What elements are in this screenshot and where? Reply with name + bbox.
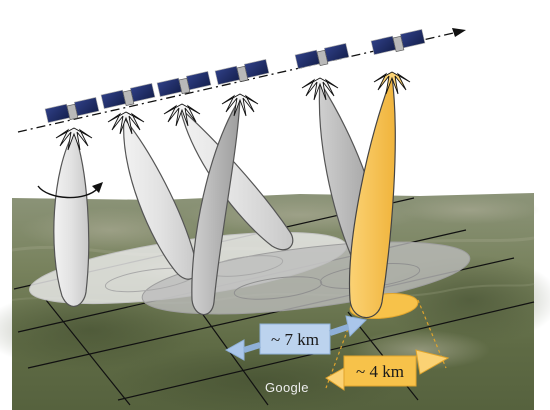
satellite-icon bbox=[294, 42, 350, 70]
arrow-right-icon bbox=[415, 349, 450, 375]
curved-arrow-icon bbox=[37, 182, 103, 199]
google-watermark: Google bbox=[265, 380, 309, 395]
satellite-icon bbox=[44, 96, 100, 124]
swath-spacing-label: ~ 7 km bbox=[224, 315, 368, 361]
arrow-right-icon bbox=[345, 315, 368, 338]
satellite-icon bbox=[370, 28, 426, 56]
footprint-width-label: ~ 4 km bbox=[325, 349, 450, 391]
satellite-icon bbox=[156, 70, 212, 98]
satellite-icon bbox=[100, 82, 156, 110]
beam-6-highlight bbox=[348, 75, 396, 319]
beam-2 bbox=[123, 116, 198, 280]
arrow-right-icon bbox=[452, 28, 466, 37]
satellite-icon bbox=[214, 58, 270, 86]
footprint-width-text: ~ 4 km bbox=[356, 362, 404, 381]
beam-1 bbox=[53, 130, 90, 307]
beam-4 bbox=[191, 95, 241, 316]
sidelobes bbox=[55, 71, 411, 151]
swath-spacing-text: ~ 7 km bbox=[271, 330, 319, 349]
satellites bbox=[44, 28, 426, 124]
orbit-track bbox=[17, 28, 466, 133]
